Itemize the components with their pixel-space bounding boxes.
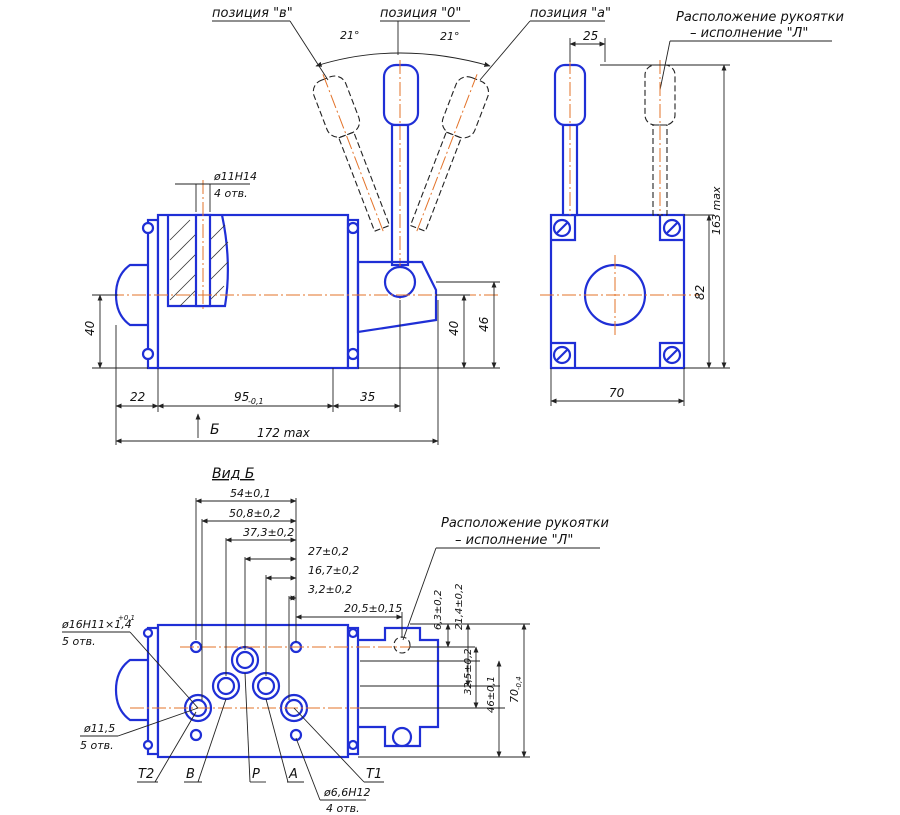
dim-35: 35 [360,390,375,404]
handle-knob-center [382,63,420,127]
bottom-handle-subtitle: – исполнение "Л" [455,533,573,548]
view-arrow-b: Б [210,422,220,438]
hole-diameter: ø11Н14 [213,170,257,183]
dim-32-5: 32,5±0,2 [463,648,474,695]
port-label-t2: T2 [138,767,154,782]
pin-diameter: ø6,6Н12 [323,786,371,799]
port-count: 5 отв. [62,635,96,648]
dim-172: 172 max [257,426,311,440]
side-view: Расположение рукоятки – исполнение "Л" 2… [540,10,844,406]
port-diameter: ø16Н11×1,4 [61,618,132,631]
pin-count: 4 отв. [326,802,360,815]
bore-diameter: ø11,5 [83,722,115,735]
bottom-end-cap [114,658,148,722]
bottom-view-title: Вид Б [212,466,254,482]
dim-37-3: 37,3±0,2 [243,526,294,539]
bottom-handle-title: Расположение рукоятки [441,516,609,531]
label-position-0: позиция "0" [380,6,461,21]
dim-95-tolerance: -0,1 [248,397,264,406]
handle-bracket [356,260,438,334]
port-label-t1: T1 [366,767,382,782]
dim-16-7: 16,7±0,2 [308,564,359,577]
port-label-b: B [186,767,195,782]
dim-50-8: 50,8±0,2 [229,507,280,520]
pivot-hole [383,265,417,299]
dim-46: 46 [477,316,491,332]
hole-count: 4 отв. [214,187,248,200]
label-position-b: позиция "в" [212,6,293,21]
dim-20-5: 20,5±0,15 [344,602,402,615]
side-dim-25: 25 [583,29,598,43]
screw-heads [141,221,360,361]
side-dim-70: 70 [609,386,625,400]
angle-left: 21° [340,29,360,42]
dim-46: 46±0,1 [486,676,497,713]
bottom-screws [142,627,359,751]
side-dim-82: 82 [693,285,707,300]
side-dim-163: 163 max [710,186,723,235]
dim-3-2: 3,2±0,2 [308,583,352,596]
angle-right: 21° [440,30,460,43]
dim-27: 27±0,2 [308,545,349,558]
dim-70-tolerance: -0,4 [515,676,523,690]
port-diameter-tolerance: +0,1 [118,614,135,622]
dim-21-4: 21,4±0,2 [454,583,465,630]
bottom-bracket [358,626,440,748]
dim-54: 54±0,1 [230,487,271,500]
dim-40-right: 40 [447,320,461,336]
flange-left [146,218,160,370]
flange-right [346,218,360,370]
side-handle-title: Расположение рукоятки [676,10,844,25]
dim-70-bottom: 70 [508,689,521,703]
label-position-a: позиция "а" [530,6,611,21]
bottom-view: Вид Б Расположение рукоятки – исполнение… [61,466,609,815]
side-handle-subtitle: – исполнение "Л" [690,26,808,41]
front-view: позиция "в" позиция "0" позиция "а" 21° … [83,6,611,445]
dim-6-3: 6,3±0,2 [433,590,444,630]
port-label-a: A [288,767,298,782]
port-label-p: P [252,767,260,782]
dim-40-left: 40 [83,320,97,336]
valve-body [156,213,350,370]
dim-22: 22 [130,390,145,404]
bore-count: 5 отв. [80,739,114,752]
dim-95: 95 [234,390,249,404]
